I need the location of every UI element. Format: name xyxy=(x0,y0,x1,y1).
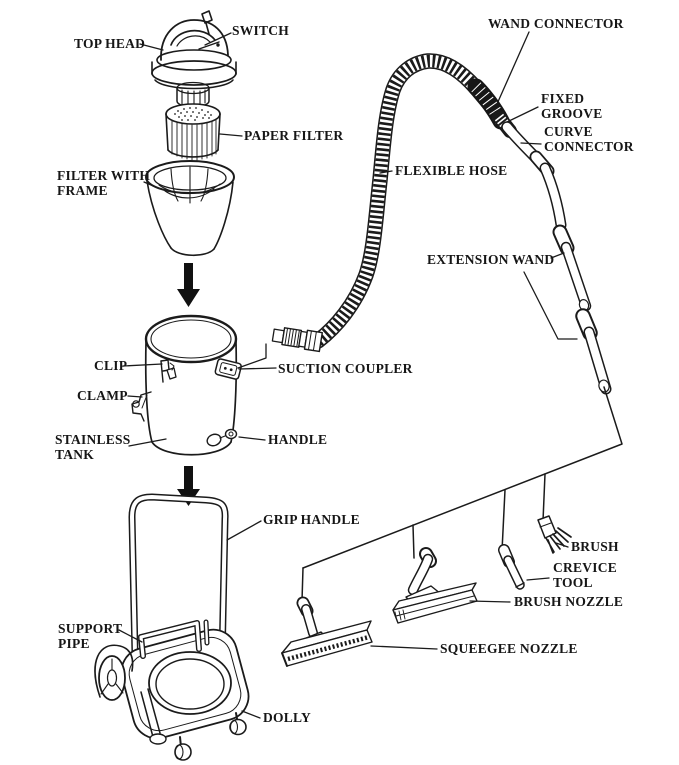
label-grip-handle: GRIP HANDLE xyxy=(263,512,360,527)
label-filter-with-frame: FILTER WITH FRAME xyxy=(57,168,151,198)
leader-filter-frame xyxy=(143,181,159,189)
leader-brush xyxy=(555,542,569,548)
label-extension-wand: EXTENSION WAND xyxy=(427,252,555,267)
leader-paper-filter xyxy=(219,133,243,137)
label-squeegee-nozzle: SQUEEGEE NOZZLE xyxy=(440,641,578,656)
curve-connector-drawing xyxy=(501,121,567,231)
leader-stainless-tank xyxy=(128,438,167,447)
hose-tank-coupler-drawing xyxy=(271,327,323,353)
label-brush: BRUSH xyxy=(571,539,619,554)
label-stainless-tank: STAINLESS TANK xyxy=(55,432,131,462)
label-wand-connector: WAND CONNECTOR xyxy=(488,16,624,31)
flow-arrow-1 xyxy=(177,263,200,307)
extension-wand-drawing xyxy=(552,224,612,395)
label-top-head: TOP HEAD xyxy=(74,36,146,51)
label-fixed-groove: FIXED GROOVE xyxy=(541,91,603,121)
leader-lines xyxy=(118,31,578,719)
label-clip: CLIP xyxy=(94,358,128,373)
crevice-tool-drawing xyxy=(498,544,525,590)
label-support-pipe: SUPPORT PIPE xyxy=(58,621,123,651)
label-crevice-tool: CREVICE TOOL xyxy=(553,560,618,590)
paper-filter-drawing xyxy=(165,103,221,161)
leader-flexible-hose xyxy=(379,170,393,174)
leader-dolly xyxy=(241,710,261,719)
leader-wand-connector xyxy=(496,31,530,105)
leader-fixed-groove xyxy=(506,106,539,123)
leader-crevice-tool xyxy=(526,577,550,581)
dolly-drawing xyxy=(94,493,250,761)
leader-extension-wand-1 xyxy=(550,252,565,259)
leader-extension-wand-2 xyxy=(523,271,578,340)
flexible-hose-drawing xyxy=(310,53,505,349)
label-clamp: CLAMP xyxy=(77,388,128,403)
leader-grip-handle xyxy=(226,520,262,541)
leader-suction-coupler xyxy=(238,367,277,370)
suction-coupler-connector-line xyxy=(237,343,267,369)
label-curve-connector: CURVE CONNECTOR xyxy=(544,124,634,154)
leader-curve-connector xyxy=(520,142,542,145)
label-handle: HANDLE xyxy=(268,432,328,447)
tank-drawing xyxy=(131,314,242,456)
label-flexible-hose: FLEXIBLE HOSE xyxy=(395,163,508,178)
leader-squeegee-nozzle xyxy=(370,645,438,650)
leader-handle xyxy=(238,436,266,441)
leader-top-head xyxy=(139,43,164,51)
label-switch: SWITCH xyxy=(232,23,290,38)
top-head-drawing xyxy=(151,10,237,108)
brush-nozzle-drawing xyxy=(392,547,478,624)
leader-brush-nozzle xyxy=(469,600,511,603)
label-dolly: DOLLY xyxy=(263,710,312,725)
label-suction-coupler: SUCTION COUPLER xyxy=(278,361,413,376)
label-paper-filter: PAPER FILTER xyxy=(244,128,344,143)
leader-clamp xyxy=(127,395,143,398)
squeegee-nozzle-drawing xyxy=(281,596,373,667)
label-brush-nozzle: BRUSH NOZZLE xyxy=(514,594,624,609)
accessory-connector-lines xyxy=(301,386,623,602)
filter-frame-drawing xyxy=(145,160,235,257)
leader-clip xyxy=(122,363,163,367)
leader-support-pipe xyxy=(118,629,143,643)
brush-drawing xyxy=(537,515,572,554)
leader-switch xyxy=(204,32,232,46)
